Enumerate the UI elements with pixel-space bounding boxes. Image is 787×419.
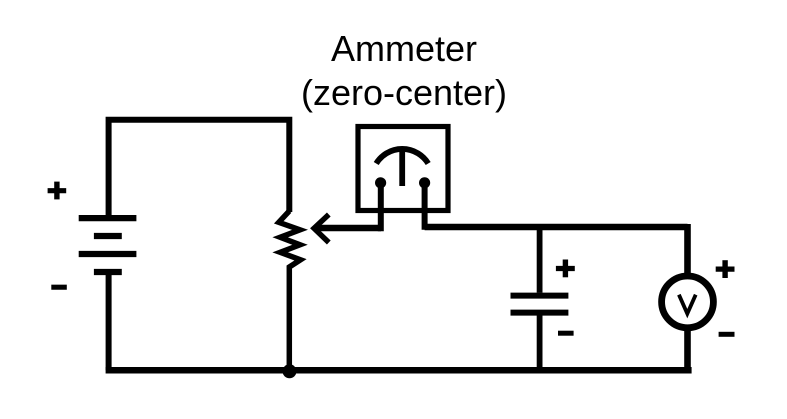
svg-text:Ammeter: Ammeter (331, 28, 477, 69)
svg-text:(zero-center): (zero-center) (301, 72, 507, 113)
